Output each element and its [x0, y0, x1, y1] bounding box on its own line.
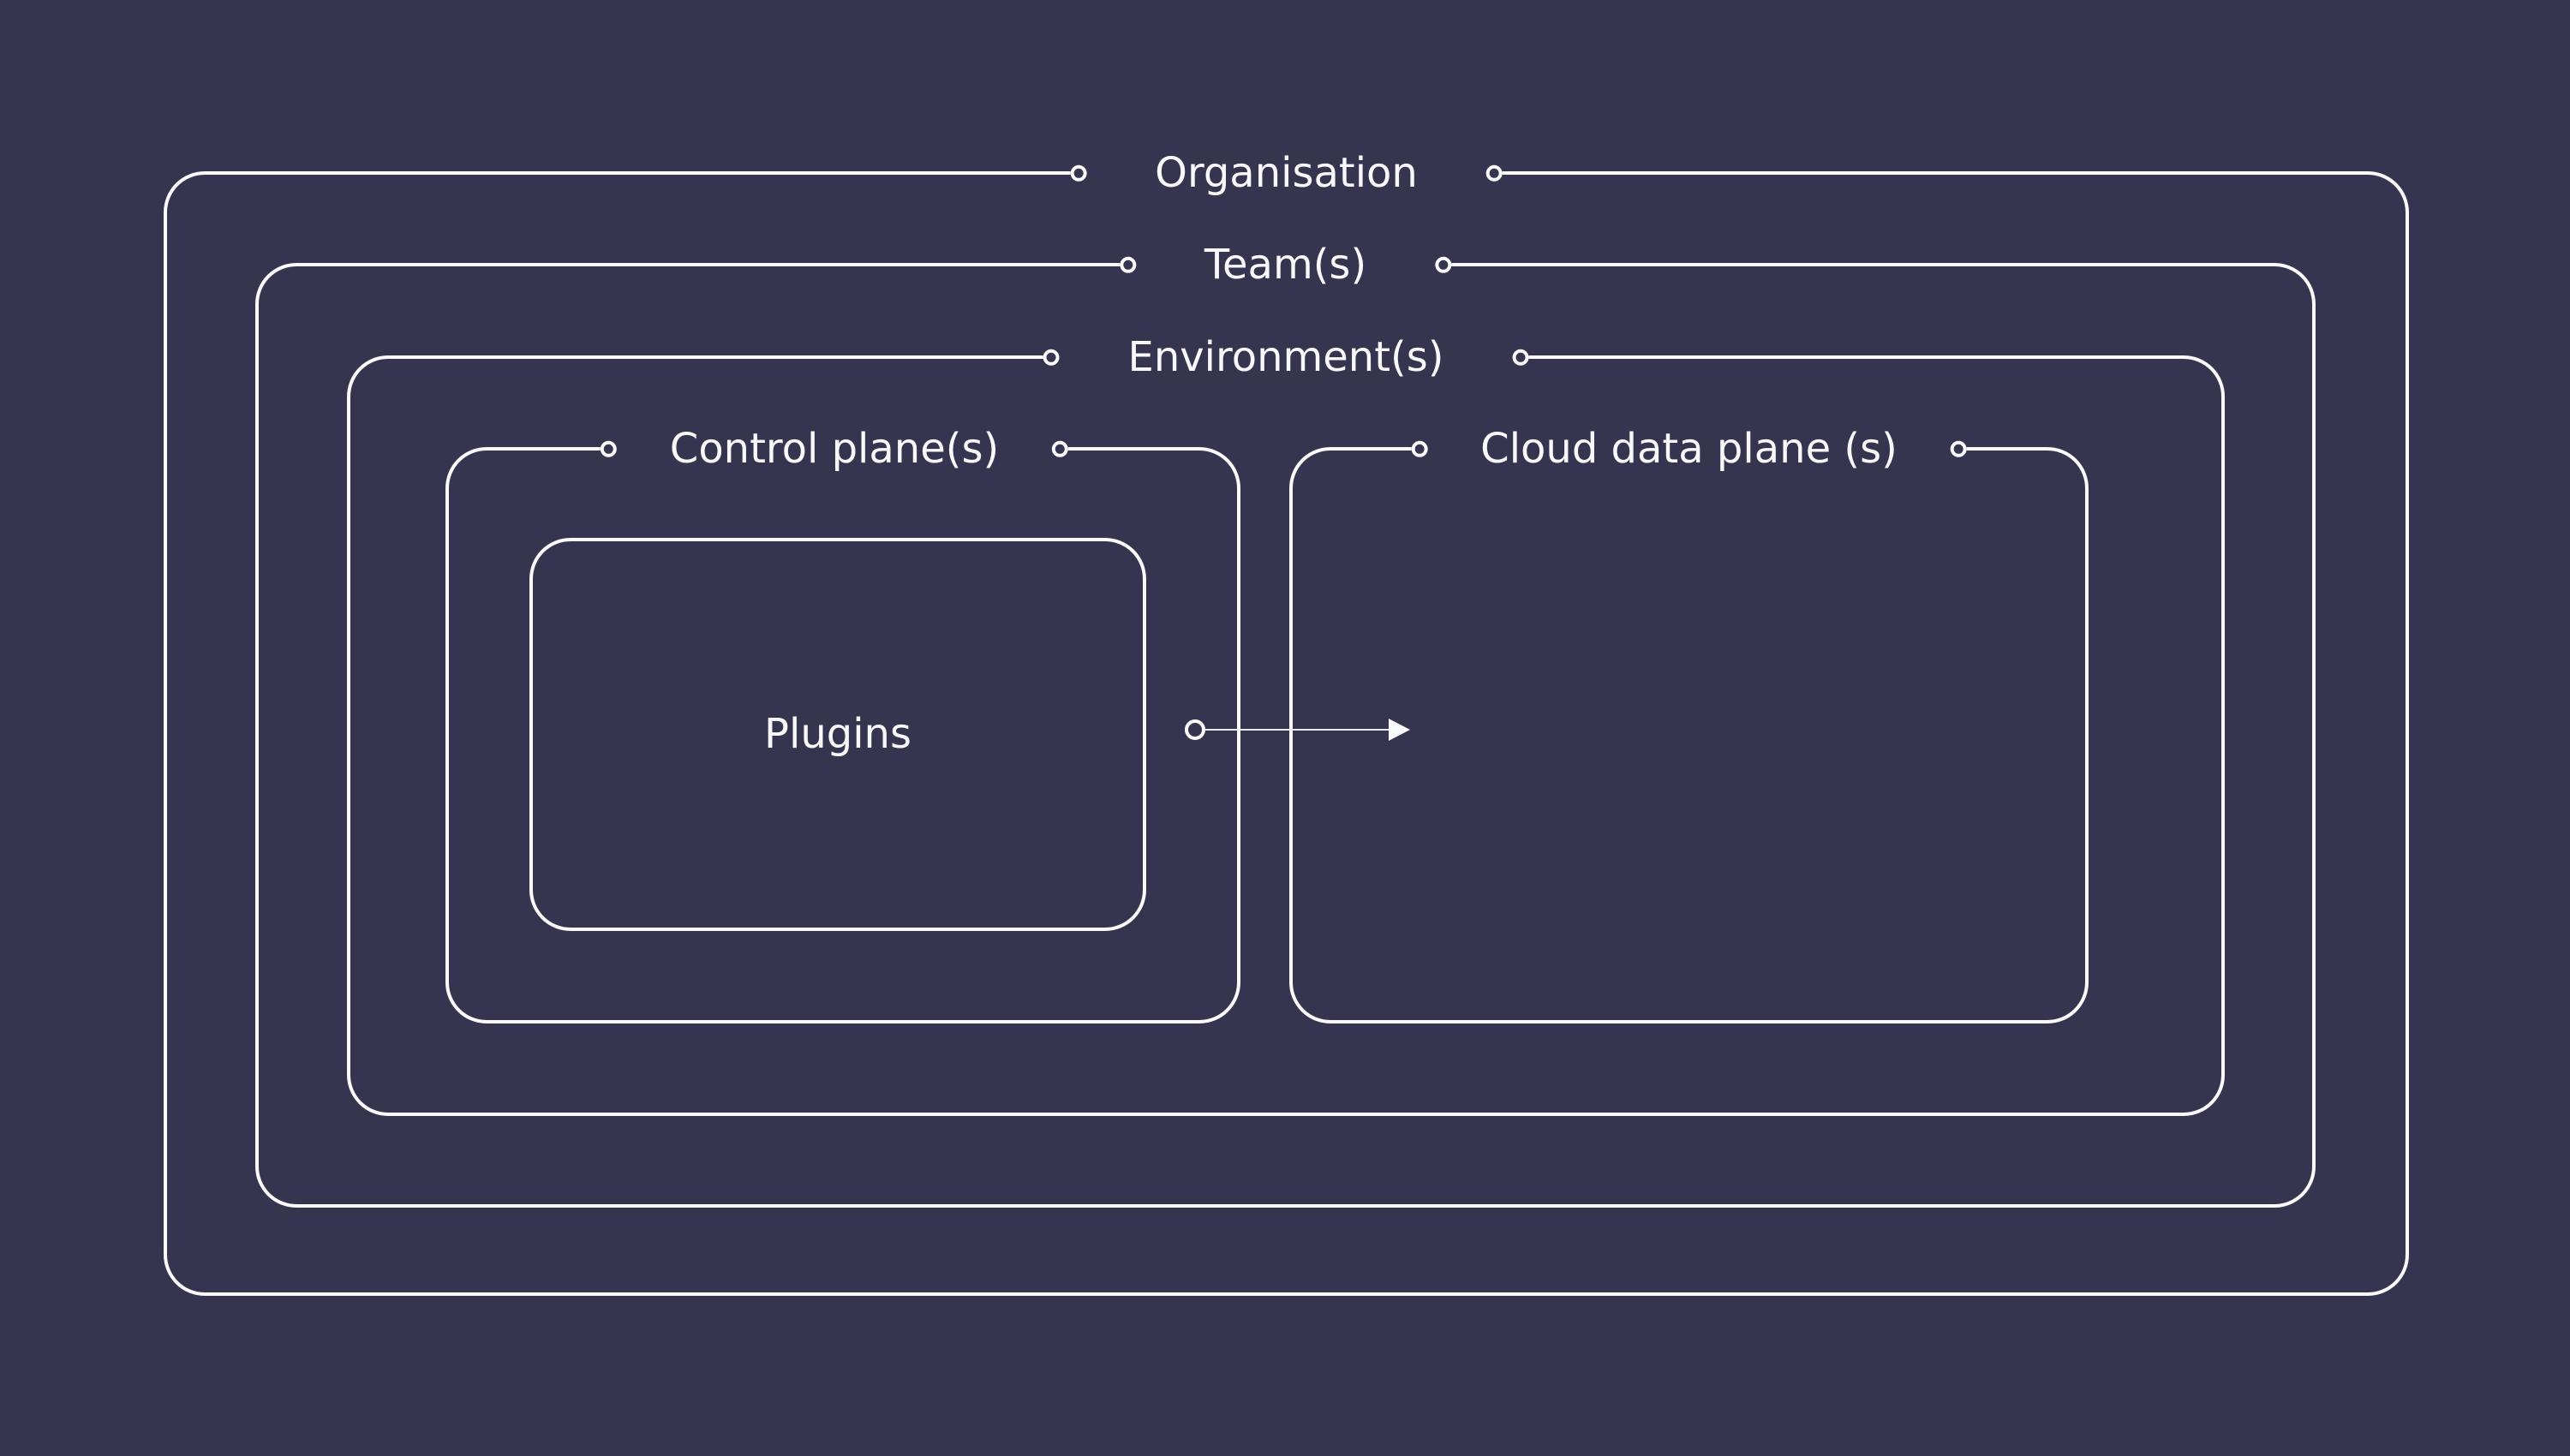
label-line-dot-left [600, 440, 617, 457]
frame-teams: Team(s) [255, 237, 2316, 1208]
arrow-origin-dot [1185, 719, 1205, 740]
label-line-dot-left [1119, 256, 1136, 273]
frame-label-environments: Environment(s) [1043, 330, 1529, 385]
label-line-dot-right [1052, 440, 1069, 457]
frame-label-text-cloud-data-planes: Cloud data plane (s) [1480, 424, 1898, 473]
label-line-dot-right [1435, 256, 1452, 273]
frame-label-text-environments: Environment(s) [1127, 332, 1444, 381]
arrow-head [1389, 719, 1410, 741]
frame-label-organisation: Organisation [1070, 146, 1503, 200]
frame-control-planes: Control plane(s) [445, 421, 1240, 1023]
frame-label-text-control-planes: Control plane(s) [669, 424, 1000, 473]
label-line-dot-left [1043, 349, 1060, 366]
frame-label-control-planes: Control plane(s) [600, 421, 1069, 476]
frame-label-text-teams: Team(s) [1204, 240, 1367, 289]
frame-environments: Environment(s) [347, 330, 2225, 1116]
label-line-dot-right [1512, 349, 1529, 366]
label-line-dot-right [1950, 440, 1967, 457]
frame-label-cloud-data-planes: Cloud data plane (s) [1411, 421, 1967, 476]
frame-organisation: Organisation [164, 146, 2409, 1296]
frame-label-teams: Team(s) [1119, 237, 1452, 292]
arrow-line [1205, 729, 1390, 731]
label-line-dot-right [1485, 164, 1503, 182]
plugins-box-label: Plugins [764, 710, 911, 759]
frame-cloud-data-planes: Cloud data plane (s) [1289, 421, 2089, 1023]
label-line-dot-left [1070, 164, 1087, 182]
frame-label-text-organisation: Organisation [1155, 148, 1418, 197]
plugins-box: Plugins [529, 538, 1146, 931]
label-line-dot-left [1411, 440, 1428, 457]
